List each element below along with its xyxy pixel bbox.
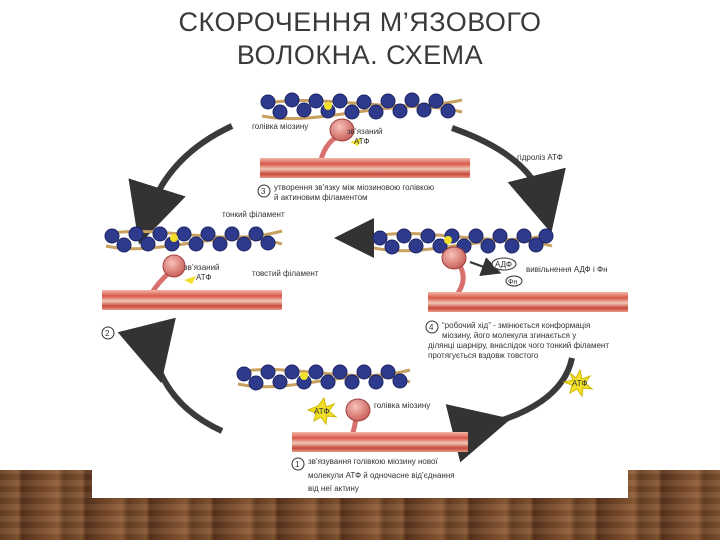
cycle-arrow-top-right [451, 125, 566, 234]
thick-filament-right [428, 292, 628, 312]
atp-bottom-label: АТФ [314, 407, 329, 416]
thick-filament-left [102, 290, 282, 310]
title-line-1: СКОРОЧЕННЯ М’ЯЗОВОГО [178, 7, 542, 37]
state-left: тонкий філамент зв’язаний [101, 210, 319, 340]
state-right: АДФ Фн вивільнення АДФ і Фн 4 “робочий х… [372, 228, 628, 360]
atp-hydrolysis-label: гідроліз АТФ [517, 153, 563, 162]
bound-atp-bottom: АТФ [306, 396, 338, 426]
cycle-arrow-top-left [128, 123, 234, 245]
step-2-circle [101, 326, 115, 340]
bound-atp-left: зв’язаний АТФ [184, 263, 220, 284]
myosin-head-top [317, 118, 355, 165]
caption-bottom-1: зв’язування голівкою міозину нової [308, 457, 438, 466]
state-top: голівка міозину зв’язаний АТФ 3 утворенн… [252, 92, 470, 202]
thin-filament-top [260, 92, 463, 121]
step-1-number: 1 [295, 460, 300, 469]
myosin-head-bottom [345, 398, 371, 437]
thick-filament-label: товстий філамент [252, 269, 319, 278]
step-4-number: 4 [429, 323, 434, 332]
thin-filament-label: тонкий філамент [222, 210, 285, 219]
step-3-circle [257, 184, 271, 198]
myosin-head-right [441, 246, 467, 298]
step-4-circle [425, 320, 439, 334]
title-line-2: ВОЛОКНА. СХЕМА [236, 40, 484, 70]
pi-label: Фн [508, 279, 517, 286]
step-1-circle [291, 457, 305, 471]
caption-top-1: утворення зв’язку між міозиновою голівко… [274, 183, 434, 192]
myosin-head-left [147, 254, 186, 298]
state-bottom: АТФ голівка міозину 1 зв’язування голівк… [236, 364, 468, 493]
bound-atp-top: зв’язаний АТФ [347, 127, 383, 146]
bound-atp-label-left-1: зв’язаний [184, 263, 220, 272]
cycle-arrow-left-bottom [117, 317, 224, 434]
caption-right-1: “робочий хід” - змінюється конформація [442, 321, 590, 330]
bound-atp-label-top-1: зв’язаний [347, 127, 383, 136]
release-label: вивільнення АДФ і Фн [526, 265, 608, 274]
adp-pi-release: АДФ Фн вивільнення АДФ і Фн [469, 257, 608, 287]
muscle-contraction-cycle-diagram: голівка міозину зв’язаний АТФ 3 утворенн… [101, 92, 628, 493]
diagram-panel: голівка міозину зв’язаний АТФ 3 утворенн… [92, 86, 628, 498]
myosin-head-label-top: голівка міозину [252, 122, 308, 131]
caption-right-3: ділянці шарніру, внаслідок чого тонкий ф… [428, 341, 609, 350]
thick-filament-top [260, 158, 470, 178]
thick-filament-bottom [292, 432, 468, 452]
caption-bottom-3: від неї актину [308, 484, 359, 493]
thin-filament-bottom [236, 364, 411, 391]
thin-filament-right [372, 228, 554, 255]
atp-free-label: АТФ [572, 379, 587, 388]
step-3-number: 3 [261, 187, 266, 196]
thin-filament-left [104, 226, 283, 253]
caption-right-2: міозину, його молекула згинається у [442, 331, 576, 340]
bound-atp-label-left-2: АТФ [196, 273, 211, 282]
adp-label: АДФ [495, 260, 512, 269]
atp-burst-free: АТФ [562, 368, 594, 398]
caption-top-2: й актиновим філаментом [274, 193, 368, 202]
slide-title: СКОРОЧЕННЯ М’ЯЗОВОГО ВОЛОКНА. СХЕМА [0, 6, 720, 72]
step-2-number: 2 [105, 329, 110, 338]
cycle-arrow-bottom-right [445, 357, 575, 463]
myosin-head-label-bottom: голівка міозину [374, 401, 430, 410]
bound-atp-label-top-2: АТФ [354, 137, 369, 146]
caption-bottom-2: молекули АТФ й одночасне від’єднання [308, 471, 455, 480]
caption-right-4: протягується вздовж товстого [428, 351, 539, 360]
